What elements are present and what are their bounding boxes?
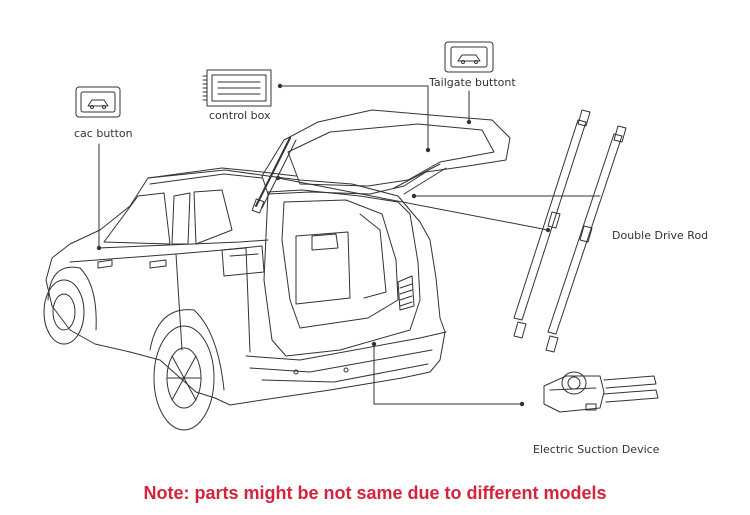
tailgate-button-icon — [444, 41, 494, 73]
label-double-drive-rod: Double Drive Rod — [612, 229, 709, 242]
car-illustration — [43, 109, 511, 431]
control-box-icon — [202, 69, 272, 107]
car-button-icon — [75, 86, 121, 118]
drive-rod-icon — [513, 109, 627, 353]
label-cac-button: cac button — [74, 127, 133, 140]
label-control-box: control box — [209, 109, 271, 122]
suction-device-icon — [543, 371, 659, 413]
leader-lines — [98, 85, 601, 405]
label-tailgate-button: Tailgate buttont — [429, 76, 516, 89]
note-text: Note: parts might be not same due to dif… — [143, 483, 607, 503]
label-electric-suction-device: Electric Suction Device — [533, 443, 660, 456]
